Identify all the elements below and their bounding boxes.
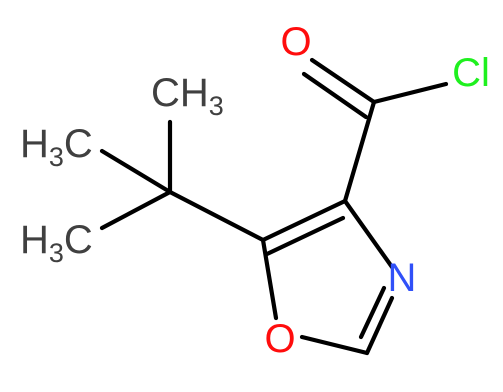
atom-oxygen-carbonyl: O	[280, 20, 311, 64]
methyl-left-lower-subscript: 3	[49, 238, 64, 268]
methyl-top-ch: CH	[151, 71, 209, 115]
bond-n3-c2	[364, 295, 395, 356]
bond-lines	[99, 57, 449, 356]
bond-methyl-left-upper	[99, 148, 173, 195]
bond-c5-c4-double	[264, 215, 346, 257]
atom-oxygen-ring: O	[264, 317, 295, 361]
methyl-left-upper-label: H3C	[20, 122, 93, 172]
bond-c4-n3	[342, 198, 395, 270]
bond-c5-quaternary	[167, 189, 266, 243]
bond-carbonyl-o-double	[301, 71, 369, 120]
methyl-left-upper-h: H	[20, 122, 49, 166]
atom-nitrogen: N	[388, 256, 417, 300]
atom-chlorine: Cl	[452, 51, 490, 95]
methyl-top-label: CH3	[151, 71, 224, 121]
methyl-top-subscript: 3	[209, 91, 224, 121]
methyl-left-lower-c: C	[64, 218, 93, 262]
bond-n3-c2-double	[358, 285, 387, 340]
bond-c5-o1	[260, 237, 279, 321]
bond-carbonyl-o	[309, 57, 377, 105]
bond-methyl-left-lower	[99, 189, 173, 231]
methyl-left-lower-label: H3C	[20, 218, 93, 268]
bond-c2-o1	[299, 334, 370, 356]
methyl-left-upper-subscript: 3	[49, 142, 64, 172]
bond-c4-carbonyl	[342, 99, 377, 204]
bond-carbonyl-cl	[371, 81, 449, 105]
bond-c5-c4	[260, 198, 348, 243]
methyl-left-lower-h: H	[20, 218, 49, 262]
methyl-left-upper-c: C	[64, 122, 93, 166]
